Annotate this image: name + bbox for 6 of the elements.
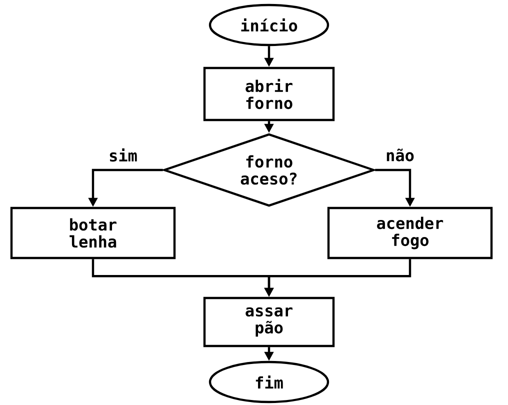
edge-label: sim xyxy=(108,147,138,163)
process-box: abrir forno xyxy=(203,66,335,122)
process-box: assar pão xyxy=(203,296,335,348)
process-box: botar lenha xyxy=(10,206,176,260)
edge-label: não xyxy=(384,148,416,162)
process-box: acender fogo xyxy=(327,206,493,260)
